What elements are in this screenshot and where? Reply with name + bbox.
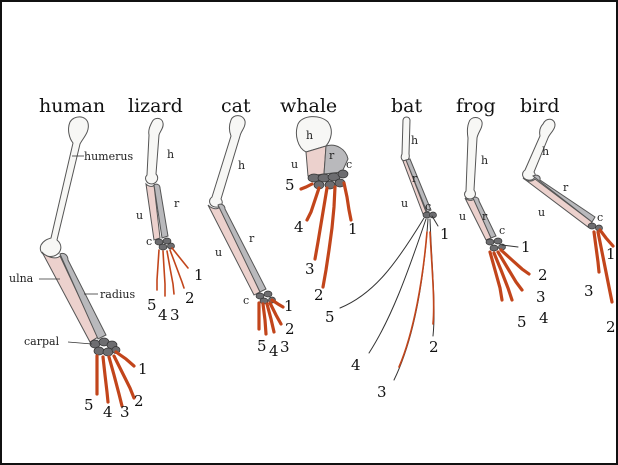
lizard-digit-label-2: 2	[185, 289, 195, 307]
bird-digit-label-2: 2	[606, 318, 616, 336]
whale-label-h: h	[306, 129, 313, 142]
whale-digit-label-4: 4	[294, 218, 304, 236]
cat-label-h: h	[238, 159, 245, 172]
title-cat: cat	[221, 95, 251, 117]
lizard-digit-5	[157, 250, 159, 290]
whale-digit-4	[307, 188, 319, 220]
bat-digit-3	[394, 219, 428, 380]
leader-carpal	[68, 342, 92, 344]
bird-label-h: h	[542, 145, 549, 158]
bat-digit-label-3: 3	[377, 383, 387, 401]
frog-label-h: h	[481, 154, 488, 167]
bat-digit-2-core	[430, 232, 434, 324]
bird-ulna	[523, 178, 592, 227]
frog-label-r: r	[482, 210, 488, 223]
cat-label-u: u	[215, 246, 222, 259]
title-lizard: lizard	[128, 95, 183, 117]
whale-digit-label-3: 3	[305, 260, 315, 278]
label-humerus: humerus	[84, 150, 133, 163]
cat-label-r: r	[249, 232, 255, 245]
bat-digit-label-1: 1	[440, 225, 450, 243]
cat-digit-1	[272, 300, 283, 307]
human-digit-3	[109, 357, 122, 406]
cat-digit-label-3: 3	[280, 338, 290, 356]
lizard-label-c: c	[146, 235, 152, 248]
label-radius: radius	[100, 288, 135, 301]
lizard-limb: h r u c 1 2 3 4 5	[136, 118, 204, 324]
lizard-label-u: u	[136, 209, 143, 222]
human-digit-label-5: 5	[84, 396, 94, 414]
cat-digit-label-4: 4	[269, 342, 279, 360]
whale-label-r: r	[329, 149, 335, 162]
bat-digit-label-2: 2	[429, 338, 439, 356]
lizard-label-r: r	[174, 197, 180, 210]
whale-label-u: u	[291, 158, 298, 171]
whale-digit-label-5: 5	[285, 176, 295, 194]
lizard-digit-label-1: 1	[194, 266, 204, 284]
title-frog: frog	[456, 95, 496, 117]
cat-label-c: c	[243, 294, 249, 307]
frog-label-u: u	[459, 210, 466, 223]
frog-digit-label-2: 2	[538, 266, 548, 284]
whale-digit-1	[344, 183, 351, 220]
frog-digit-label-1: 1	[521, 238, 531, 256]
bird-digit-label-3: 3	[584, 282, 594, 300]
human-digit-4	[103, 357, 108, 402]
bat-digit-4	[369, 219, 426, 353]
bird-digit-label-1: 1	[606, 245, 616, 263]
bat-label-h: h	[411, 134, 418, 147]
bird-label-c: c	[597, 211, 603, 224]
whale-digit-label-1: 1	[348, 220, 358, 238]
whale-radius	[324, 145, 348, 174]
cat-radius	[218, 204, 266, 292]
bat-label-u: u	[401, 197, 408, 210]
frog-digit-label-5: 5	[517, 313, 527, 331]
lizard-humerus	[146, 118, 164, 184]
lizard-digit-label-3: 3	[170, 306, 180, 324]
human-humerus	[40, 117, 88, 257]
human-digit-label-4: 4	[103, 403, 113, 421]
cat-limb: h r u c 1 2 3 4 5	[208, 116, 295, 360]
lizard-digit-4	[163, 251, 165, 296]
cat-digit-label-2: 2	[285, 320, 295, 338]
human-digit-label-2: 2	[134, 392, 144, 410]
title-human: human	[39, 95, 105, 117]
cat-digit-label-1: 1	[284, 297, 294, 315]
lizard-digit-label-5: 5	[147, 296, 157, 314]
title-bat: bat	[391, 95, 422, 117]
frog-carpals	[486, 238, 506, 251]
bat-label-r: r	[412, 172, 418, 185]
human-digit-label-3: 3	[120, 403, 130, 421]
label-ulna: ulna	[9, 272, 34, 285]
bird-label-u: u	[538, 206, 545, 219]
cat-digit-label-5: 5	[257, 337, 267, 355]
title-bird: bird	[520, 95, 559, 117]
whale-label-c: c	[346, 158, 352, 171]
bat-digit-label-5: 5	[325, 308, 335, 326]
human-digit-label-1: 1	[138, 360, 148, 378]
label-carpal: carpal	[24, 335, 60, 348]
lizard-label-h: h	[167, 148, 174, 161]
frog-digit-label-4: 4	[539, 309, 549, 327]
frog-digit-label-3: 3	[536, 288, 546, 306]
bird-label-r: r	[563, 181, 569, 194]
lizard-digit-label-4: 4	[158, 306, 168, 324]
whale-limb: h r c u 1 2 3 4 5	[285, 117, 358, 304]
whale-digit-label-2: 2	[314, 286, 324, 304]
bat-digit-label-4: 4	[351, 356, 361, 374]
title-whale: whale	[280, 95, 337, 117]
whale-digit-5	[301, 184, 312, 189]
human-limb: humerus ulna radius carpal 1 2 3 4 5	[9, 117, 148, 421]
frog-label-c: c	[499, 224, 505, 237]
bat-label-c: c	[425, 200, 431, 213]
bat-digit-3-core	[399, 232, 427, 367]
bat-humerus	[401, 117, 410, 161]
cat-digit-4	[263, 304, 266, 334]
lizard-digit-1	[172, 248, 188, 268]
bird-humerus	[523, 119, 555, 180]
frog-humerus	[465, 118, 483, 200]
